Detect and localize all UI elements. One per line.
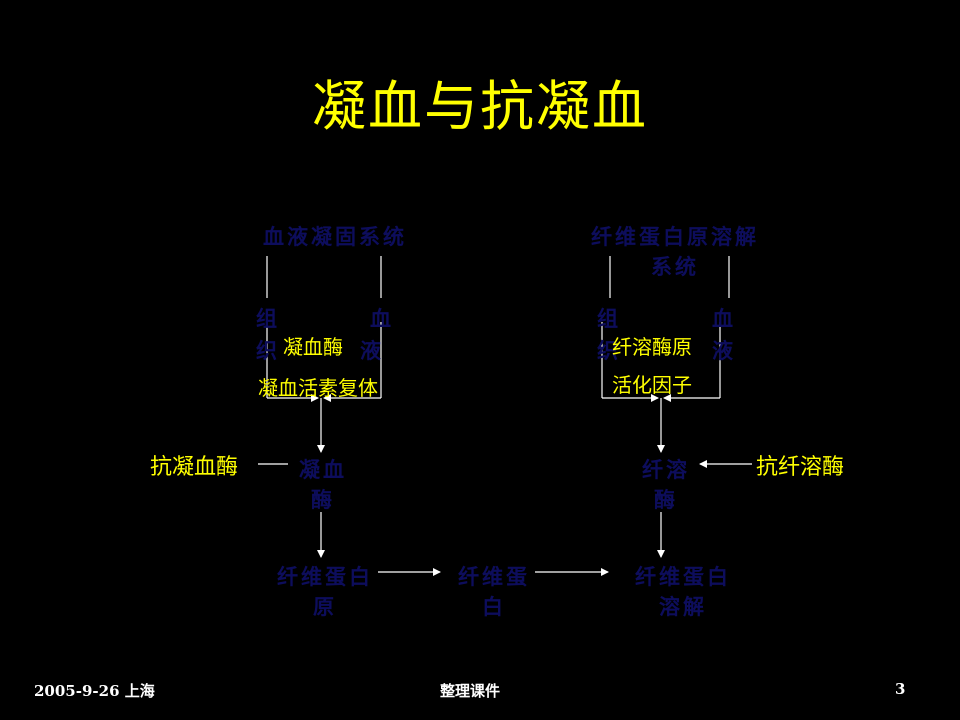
left-inhibitor: 抗凝血酶 — [150, 455, 239, 480]
left-node-thrombin: 凝血酶 — [299, 458, 347, 512]
right-branch-blood-bottom: 液 — [712, 339, 736, 363]
right-node-plasmin: 纤溶酶 — [642, 458, 690, 512]
right-inhibitor: 抗纤溶酶 — [756, 455, 845, 480]
footer-page-number: 3 — [895, 680, 906, 698]
right-system-header: 纤维蛋白原溶解系统 — [591, 225, 759, 279]
footer-date-place: 2005-9-26 上海 — [34, 682, 155, 700]
left-activator-complex: 凝血活素复体 — [258, 376, 378, 400]
right-activator-factor: 活化因子 — [612, 373, 692, 397]
right-branch-tissue-top: 组 — [597, 307, 621, 331]
page-title: 凝血与抗凝血 — [312, 75, 648, 138]
right-branch-tissue-bottom: 织 — [597, 339, 621, 363]
flow-fibrinogen: 纤维蛋白原 — [277, 565, 373, 619]
left-branch-blood-top: 血 — [370, 307, 394, 331]
right-activator-plasminogen: 纤溶酶原 — [612, 335, 692, 359]
flow-fibrinolysis: 纤维蛋白溶解 — [635, 565, 731, 619]
left-branch-tissue-bottom: 织 — [256, 339, 280, 363]
right-branch-blood-top: 血 — [712, 307, 736, 331]
footer-center-text: 整理课件 — [440, 682, 501, 700]
flow-fibrin: 纤维蛋白 — [458, 565, 530, 619]
left-activator-thrombin: 凝血酶 — [283, 335, 343, 359]
left-branch-blood-bottom: 液 — [360, 339, 384, 363]
left-branch-tissue-top: 组 — [256, 307, 280, 331]
left-system-header: 血液凝固系统 — [263, 225, 407, 249]
